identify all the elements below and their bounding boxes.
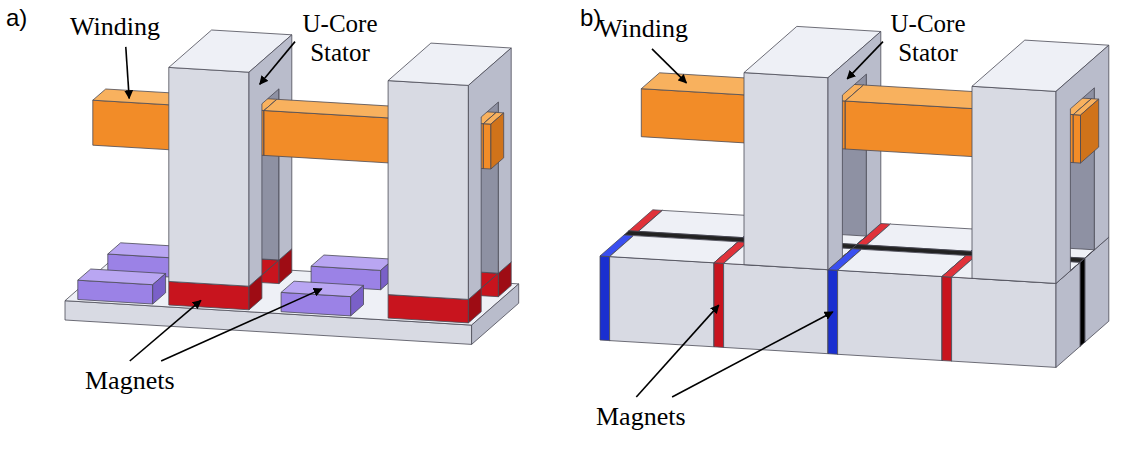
- part-label: U-Core Stator: [888, 10, 968, 68]
- iron-block-side: [1085, 237, 1109, 342]
- panel-letter: a): [6, 4, 27, 32]
- magnet-front: [942, 277, 952, 362]
- leader-arrow: [260, 42, 295, 85]
- winding-front: [483, 124, 491, 169]
- magnet-front: [714, 263, 724, 348]
- magnet-top: [281, 281, 363, 296]
- winding-front: [845, 101, 989, 158]
- u-core-stator-front: [744, 73, 828, 270]
- u-core-stator-front: [972, 86, 1056, 283]
- leader-arrow: [161, 289, 322, 361]
- winding: [1073, 99, 1098, 163]
- part-label: U-Core Stator: [300, 10, 380, 68]
- winding-front: [1073, 115, 1080, 164]
- winding-front: [641, 89, 761, 144]
- part-label: Winding: [598, 14, 688, 44]
- leader-arrow: [130, 300, 201, 361]
- u-core-stator-side: [1056, 45, 1109, 283]
- winding-side: [1081, 99, 1099, 163]
- part-label: Magnets: [85, 366, 175, 396]
- iron-block: [610, 236, 738, 347]
- magnet-side: [153, 274, 166, 305]
- leader-arrow: [652, 49, 686, 83]
- iron-block-front: [610, 257, 714, 347]
- leader-arrow: [636, 305, 719, 397]
- winding: [483, 112, 503, 169]
- iron-block-front: [838, 270, 942, 360]
- u-core-stator: [388, 43, 511, 299]
- u-core-stator-side: [468, 48, 511, 299]
- mover-gap-side: [1080, 258, 1085, 346]
- u-core-stator-front: [169, 67, 249, 286]
- leader-arrow: [847, 42, 883, 79]
- winding-front: [264, 111, 403, 164]
- iron-block-front: [724, 263, 828, 353]
- iron-block: [838, 249, 966, 360]
- u-core-stator-front: [388, 81, 468, 300]
- magnet: [78, 269, 166, 304]
- magnet: [281, 281, 363, 316]
- magnet-top: [78, 269, 166, 285]
- u-core-stator: [972, 40, 1109, 283]
- magnet-top: [311, 255, 393, 270]
- magnet-front: [600, 256, 610, 341]
- winding-side: [491, 113, 504, 169]
- iron-block-front: [952, 277, 1056, 367]
- leader-arrow: [672, 312, 833, 397]
- part-label: Winding: [70, 12, 160, 42]
- magnet-side: [351, 285, 364, 316]
- part-label: Magnets: [596, 402, 686, 432]
- leader-arrow: [126, 47, 129, 99]
